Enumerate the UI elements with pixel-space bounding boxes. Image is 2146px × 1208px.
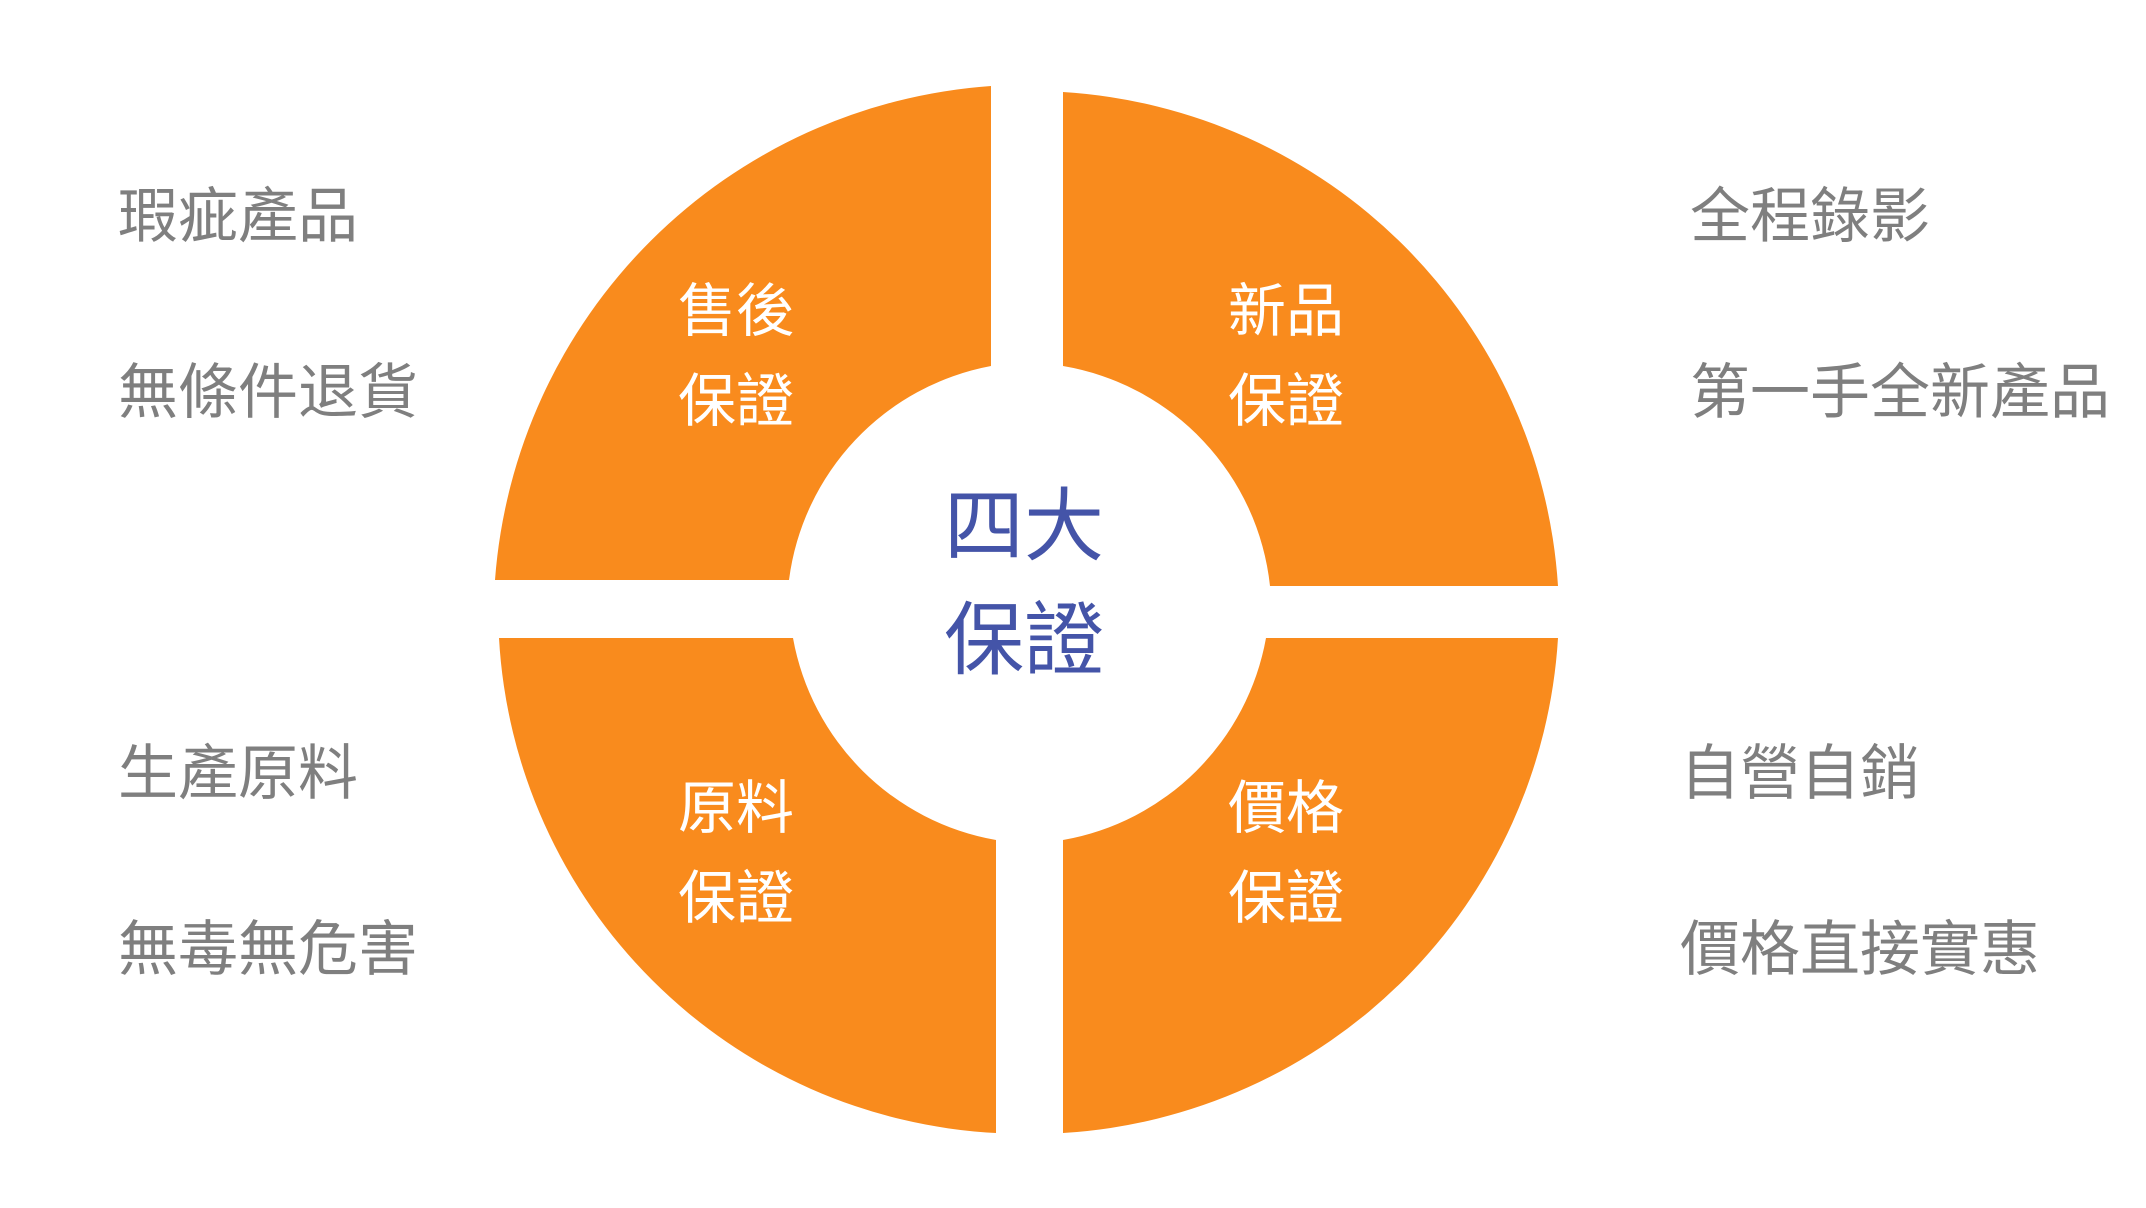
segment-bottom-left [499, 638, 996, 1133]
side-note: 自營自銷 [1680, 739, 1920, 809]
segment-top-left [495, 86, 991, 580]
segment-label-new-product: 新品 保證 [1186, 266, 1386, 446]
side-note: 全程錄影 [1690, 182, 1930, 252]
segment-bottom-right [1063, 638, 1558, 1133]
center-title: 四大 保證 [874, 470, 1174, 698]
side-notes-bottom-right: 自營自銷 價格直接實惠 [1680, 744, 2040, 980]
side-notes-bottom-left: 生產原料 無毒無危害 [118, 744, 418, 980]
center-title-line: 四大 [944, 480, 1104, 573]
segment-label-raw-material: 原料 保證 [636, 763, 836, 943]
segment-label-line: 保證 [677, 367, 794, 435]
side-note: 價格直接實惠 [1680, 915, 2040, 985]
segment-label-line: 原料 [677, 774, 794, 842]
side-notes-top-right: 全程錄影 第一手全新產品 [1690, 187, 2110, 423]
side-note: 瑕疵產品 [118, 182, 358, 252]
center-title-line: 保證 [944, 594, 1104, 687]
side-note: 無條件退貨 [118, 358, 418, 428]
segment-label-line: 價格 [1227, 774, 1344, 842]
segment-label-line: 保證 [1227, 864, 1344, 932]
side-note: 第一手全新產品 [1690, 358, 2110, 428]
side-notes-top-left: 瑕疵產品 無條件退貨 [118, 187, 418, 423]
side-note: 生產原料 [118, 739, 358, 809]
side-note: 無毒無危害 [118, 915, 418, 985]
segment-label-line: 售後 [677, 277, 794, 345]
segment-label-after-sales: 售後 保證 [636, 266, 836, 446]
segment-label-line: 保證 [1227, 367, 1344, 435]
segment-label-line: 新品 [1227, 277, 1344, 345]
segment-label-line: 保證 [677, 864, 794, 932]
segment-label-price: 價格 保證 [1186, 763, 1386, 943]
segment-top-right [1063, 92, 1558, 586]
